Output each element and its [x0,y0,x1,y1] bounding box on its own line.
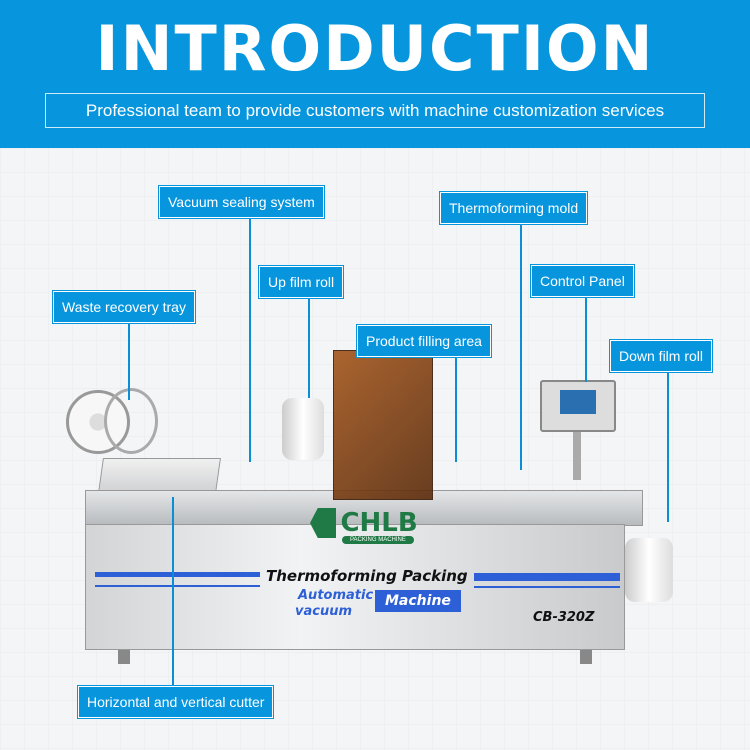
stripe-right-2 [474,586,620,588]
brand-logo: CHLB PACKING MACHINE [310,508,418,544]
waste-reel-2 [104,388,158,454]
brand-sub: PACKING MACHINE [342,536,414,544]
leader-mold [520,225,522,470]
label-product-filling: Product filling area [357,325,491,357]
label-vacuum-sealing: Vacuum sealing system [159,186,324,218]
subtitle-box: Professional team to provide customers w… [45,93,705,128]
up-film-roll [282,398,324,460]
header-banner: INTRODUCTION Professional team to provid… [0,0,750,148]
stripe-left [95,572,260,577]
leader-filling [455,357,457,462]
filling-cover [333,350,433,500]
stripe-left-2 [95,585,260,587]
leader-control [585,297,587,382]
stripe-right [474,573,620,581]
panel-post [573,432,581,480]
leg-left [118,650,130,664]
leg-right [580,650,592,664]
leader-downfilm [667,372,669,522]
logo-icon [310,508,336,538]
down-film-roll [625,538,673,602]
control-panel-screen [540,380,616,432]
machine-line2a: Automatic [298,588,374,603]
machine-line2b: vacuum [295,604,353,619]
label-thermoforming-mold: Thermoforming mold [440,192,588,224]
machine-line1: Thermoforming Packing [266,567,468,585]
label-cutter: Horizontal and vertical cutter [78,686,274,718]
leader-cutter [172,497,174,686]
label-control-panel: Control Panel [531,265,634,297]
label-down-film-roll: Down film roll [610,340,713,372]
label-up-film-roll: Up film roll [259,266,344,298]
label-waste-tray: Waste recovery tray [53,291,195,323]
leader-upfilm [308,298,310,398]
model-number: CB-320Z [533,610,595,625]
leader-vacuum [249,218,251,462]
page-title: INTRODUCTION [95,12,655,85]
machine-badge: Machine [375,590,461,612]
leader-waste [128,323,130,400]
brand-name: CHLB [340,508,418,538]
